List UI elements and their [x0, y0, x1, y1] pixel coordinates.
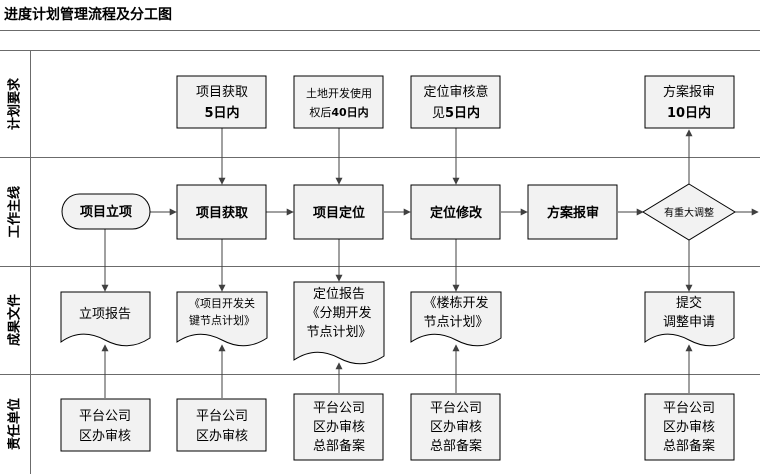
lane-label-deliverables: 成果文件: [7, 294, 23, 346]
responsibility-boxes: 平台公司 区办审核 平台公司 区办审核 平台公司 区办审核 总部备案 平台公司 …: [60, 393, 735, 461]
unit-box-4-line2: 区办审核: [430, 420, 482, 435]
document-4: 《楼栋开发 节点计划》: [410, 291, 502, 347]
unit-box-2-line1: 平台公司: [196, 409, 248, 424]
requirement-box-4-line1: 方案报审: [663, 84, 715, 100]
unit-box-4-line1: 平台公司: [430, 401, 482, 416]
unit-box-3: 平台公司 区办审核 总部备案: [293, 393, 384, 461]
unit-box-1-line1: 平台公司: [79, 409, 131, 424]
start-node-label: 项目立项: [80, 204, 132, 220]
unit-box-4-line3: 总部备案: [430, 438, 482, 454]
unit-box-3-line1: 平台公司: [313, 401, 365, 416]
process-step-2-label: 项目定位: [313, 205, 365, 221]
unit-box-5-line2: 区办审核: [663, 420, 715, 435]
document-3-line3: 节点计划》: [306, 325, 371, 340]
unit-box-1-line2: 区办审核: [79, 429, 131, 444]
unit-box-2: 平台公司 区办审核: [176, 398, 267, 452]
process-step-3-label: 定位修改: [429, 205, 483, 221]
unit-box-4: 平台公司 区办审核 总部备案: [410, 393, 501, 461]
requirement-box-1-line2: 5日内: [204, 105, 239, 121]
requirement-box-2-line1: 土地开发使用: [306, 86, 372, 100]
process-step-1: 项目获取: [176, 184, 267, 240]
document-1: 立项报告: [60, 291, 151, 347]
unit-box-1: 平台公司 区办审核: [60, 398, 151, 452]
requirement-box-3-line2b: 5日内: [445, 105, 480, 121]
requirement-box-3-line1: 定位审核意: [423, 84, 488, 100]
unit-box-5-line3: 总部备案: [663, 438, 715, 454]
requirement-box-4: 方案报审 10日内: [644, 75, 735, 129]
decision-node: 有重大调整: [642, 183, 736, 241]
requirement-box-3-line2: 见5日内: [432, 105, 480, 121]
lane-labels: 计划要求 工作主线 成果文件 责任单位: [7, 77, 23, 450]
unit-box-2-line2: 区办审核: [196, 429, 248, 444]
start-node: 项目立项: [61, 193, 151, 230]
process-line: 项目立项 项目获取 项目定位 定位修改 方案报审 有重大调整: [61, 183, 736, 241]
process-step-4: 方案报审: [527, 184, 618, 240]
lane-grid: [0, 30, 760, 474]
process-step-2: 项目定位: [293, 184, 384, 240]
requirement-box-2-line2b: 40日内: [331, 105, 368, 119]
lane-label-responsible: 责任单位: [7, 398, 23, 450]
decision-node-label: 有重大调整: [664, 206, 714, 219]
connectors: [101, 128, 759, 398]
unit-box-5: 平台公司 区办审核 总部备案: [644, 393, 735, 461]
document-2: 《项目开发关 键节点计划》: [176, 291, 268, 347]
document-5: 提交 调整申请: [644, 291, 735, 347]
document-4-line2: 节点计划》: [423, 315, 488, 330]
document-2-line1: 《项目开发关: [189, 296, 255, 310]
document-3: 定位报告 《分期开发 节点计划》: [293, 281, 385, 365]
requirement-box-2-line2a: 权后: [309, 106, 331, 119]
process-step-4-label: 方案报审: [547, 205, 599, 221]
document-3-line2: 《分期开发: [306, 305, 371, 321]
requirement-box-1-line1: 项目获取: [196, 85, 248, 100]
requirement-box-3-line2a: 见: [432, 106, 445, 121]
requirement-box-2-line2: 权后40日内: [309, 105, 368, 119]
document-1-line1: 立项报告: [79, 307, 131, 322]
lane-label-main-work: 工作主线: [7, 186, 23, 238]
document-3-line1: 定位报告: [313, 287, 365, 302]
lane-label-requirements: 计划要求: [7, 77, 23, 130]
unit-box-3-line2: 区办审核: [313, 420, 365, 435]
page-title: 进度计划管理流程及分工图: [4, 7, 172, 23]
document-5-line1: 提交: [676, 295, 702, 311]
unit-box-3-line3: 总部备案: [313, 438, 365, 454]
document-5-line2: 调整申请: [663, 315, 715, 330]
document-4-line1: 《楼栋开发: [423, 295, 488, 311]
unit-box-5-line1: 平台公司: [663, 401, 715, 416]
requirement-boxes: 项目获取 5日内 土地开发使用 权后40日内 定位审核意 见5日内 方案报审 1…: [176, 75, 735, 129]
document-2-line2: 键节点计划》: [189, 313, 255, 327]
requirement-box-3: 定位审核意 见5日内: [410, 75, 501, 129]
process-step-1-label: 项目获取: [196, 205, 249, 221]
document-shapes: 立项报告 《项目开发关 键节点计划》 定位报告 《分期开发 节点计划》 《楼栋开…: [60, 281, 735, 365]
requirement-box-1: 项目获取 5日内: [176, 75, 267, 129]
requirement-box-4-line2: 10日内: [667, 105, 711, 121]
process-step-3: 定位修改: [410, 184, 501, 240]
requirement-box-2: 土地开发使用 权后40日内: [293, 75, 384, 129]
